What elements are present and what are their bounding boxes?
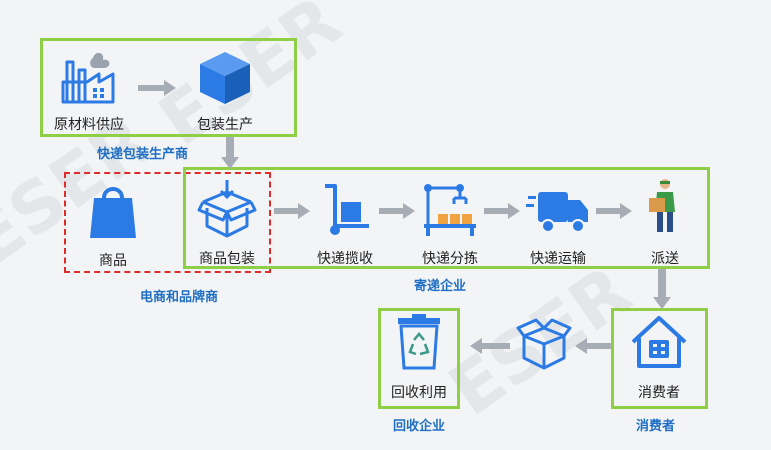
open-box-icon [516,318,572,370]
arrow-box-to-recycling [470,338,510,354]
recycling-company-frame [378,308,460,409]
caption-consumer: 消费者 [636,419,676,434]
goods-label: 商品 [99,253,127,269]
recycling-node: 回收利用 [380,312,458,404]
sorting-label: 快递分拣 [422,251,478,267]
robot-arm-icon [424,184,476,236]
courier-icon [649,179,675,232]
box-icon [200,52,250,104]
arrow-delivery-down [653,269,671,309]
arrow-sorting-to-transport [484,203,520,219]
raw-material-node: 原材料供应 [44,46,134,133]
sorting-node: 快递分拣 [410,178,490,268]
arrow-packaging-down [221,137,239,169]
goods-packaging-node: 商品包装 [187,176,267,268]
caption-packaging-producer: 快递包装生产商 [97,147,189,162]
consumer-frame [611,308,708,409]
caption-ecommerce-brand: 电商和品牌商 [140,290,219,305]
goods-packaging-label: 商品包装 [199,251,255,267]
caption-express-company: 寄递企业 [414,279,467,294]
transport-label: 快递运输 [530,251,586,267]
express-company-frame [183,167,710,269]
delivery-truck-icon [526,192,588,233]
arrow-consumer-to-box [575,338,611,354]
pickup-node: 快递揽收 [305,178,385,268]
transport-node: 快递运输 [518,178,598,268]
package-open-icon [197,180,257,238]
consumer-node: 消费者 [614,312,704,404]
arrow-packaging-to-pickup [274,203,310,219]
consumer-label: 消费者 [638,385,680,401]
arrow-pickup-to-sorting [379,203,415,219]
pickup-label: 快递揽收 [317,251,373,267]
packaging-production-node: 包装生产 [180,46,270,133]
hand-truck-icon [325,184,369,235]
ecommerce-brand-frame [64,172,271,273]
arrow-transport-to-delivery [596,203,632,219]
packaging-producer-frame [40,38,297,137]
factory-icon [61,52,115,104]
goods-node: 商品 [78,178,148,269]
recycling-label: 回收利用 [391,385,447,401]
raw-material-label: 原材料供应 [54,117,124,133]
caption-recycling-company: 回收企业 [393,419,446,434]
recycle-bin-icon [398,314,440,370]
packaging-production-label: 包装生产 [197,117,253,133]
delivery-label: 派送 [651,251,679,267]
shopping-bag-icon [90,187,136,238]
arrow-raw-to-packaging [138,80,176,96]
house-icon [631,316,687,368]
delivery-node: 派送 [625,176,705,268]
